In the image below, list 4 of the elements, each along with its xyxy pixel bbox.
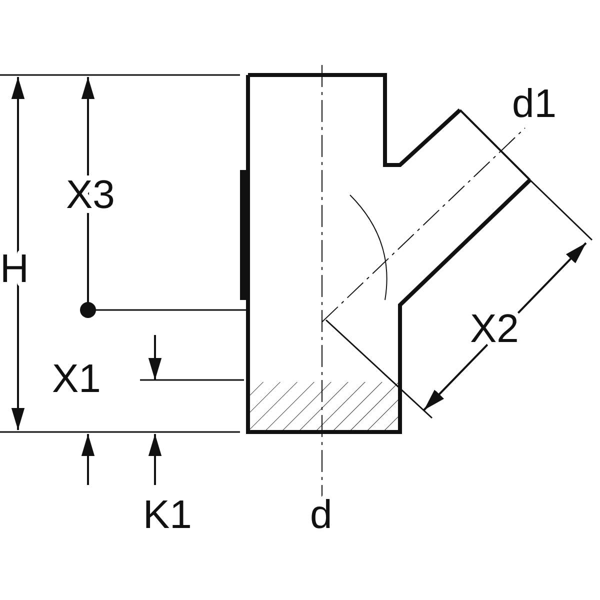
dimension-label: X1 — [52, 357, 101, 401]
dimension-label: d — [310, 493, 332, 537]
dimension-label: d1 — [512, 82, 556, 126]
dimension-label: K1 — [143, 493, 192, 537]
